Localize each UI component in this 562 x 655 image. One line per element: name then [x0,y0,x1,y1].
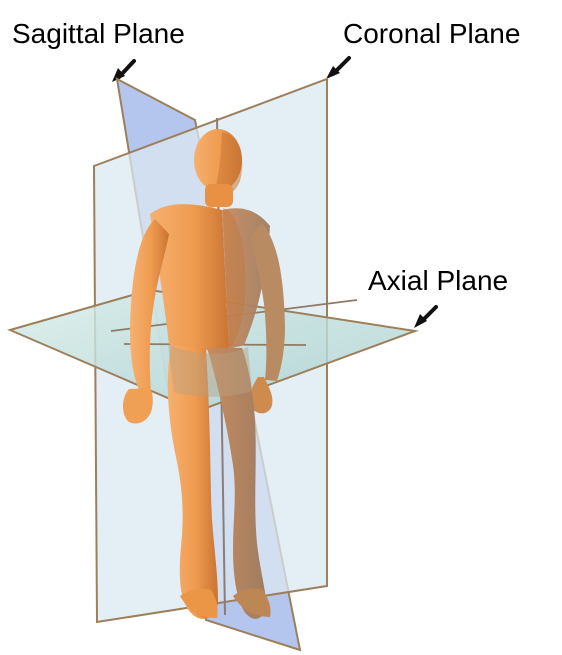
arrow-coronal [326,58,349,79]
axial-plane-label: Axial Plane [368,267,508,295]
feet-left [180,589,218,618]
arrow-axial [414,307,436,328]
neck [205,184,233,207]
sagittal-plane-label: Sagittal Plane [12,20,185,48]
arrow-sagittal [112,61,134,82]
coronal-plane-label: Coronal Plane [343,20,520,48]
